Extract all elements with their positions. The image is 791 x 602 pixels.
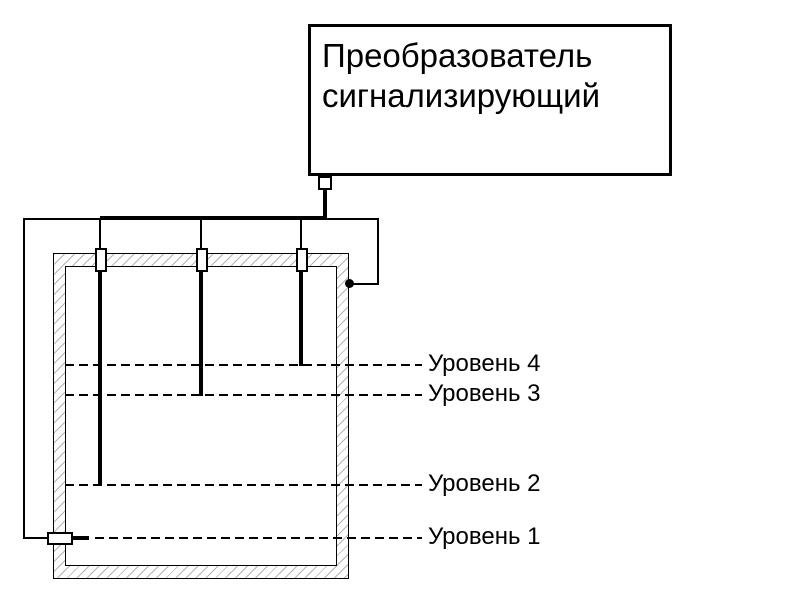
tank-ground-wire-vertical bbox=[377, 218, 379, 285]
transducer-title: Преобразователь сигнализирующий bbox=[322, 36, 662, 116]
level-4-label: Уровень 4 bbox=[428, 350, 541, 377]
transducer-box bbox=[308, 24, 672, 176]
left-branch-wire-horizontal bbox=[23, 537, 49, 539]
bus-wire-thick bbox=[100, 216, 326, 220]
transducer-title-line1: Преобразователь bbox=[322, 37, 593, 74]
level-1-label: Уровень 1 bbox=[428, 523, 541, 550]
level-3-label: Уровень 3 bbox=[428, 380, 541, 407]
tank-ground-junction-dot bbox=[345, 279, 354, 288]
level-1-dashed-line bbox=[95, 537, 422, 539]
transducer-title-line2: сигнализирующий bbox=[322, 77, 601, 114]
electrode-2-lead-wire bbox=[200, 218, 202, 250]
electrode-rod-level-2 bbox=[98, 272, 102, 485]
left-branch-wire-vertical bbox=[23, 218, 25, 539]
side-electrode-stub bbox=[73, 536, 89, 540]
electrode-rod-level-3 bbox=[199, 272, 203, 396]
top-gland-1 bbox=[95, 248, 107, 272]
transducer-drop-wire bbox=[323, 189, 327, 219]
tank-ground-wire-horizontal bbox=[349, 283, 379, 285]
electrode-3-lead-wire bbox=[300, 218, 302, 250]
electrode-1-lead-wire bbox=[99, 218, 101, 250]
electrode-rod-level-4 bbox=[299, 272, 303, 366]
level-2-label: Уровень 2 bbox=[428, 470, 541, 497]
level-4-dashed-line bbox=[65, 364, 422, 366]
level-2-dashed-line bbox=[65, 484, 422, 486]
side-gland-level-1 bbox=[47, 532, 73, 545]
top-gland-2 bbox=[196, 248, 208, 272]
level-3-dashed-line bbox=[65, 394, 422, 396]
top-gland-3 bbox=[296, 248, 308, 272]
transducer-cable-connector bbox=[318, 176, 332, 190]
